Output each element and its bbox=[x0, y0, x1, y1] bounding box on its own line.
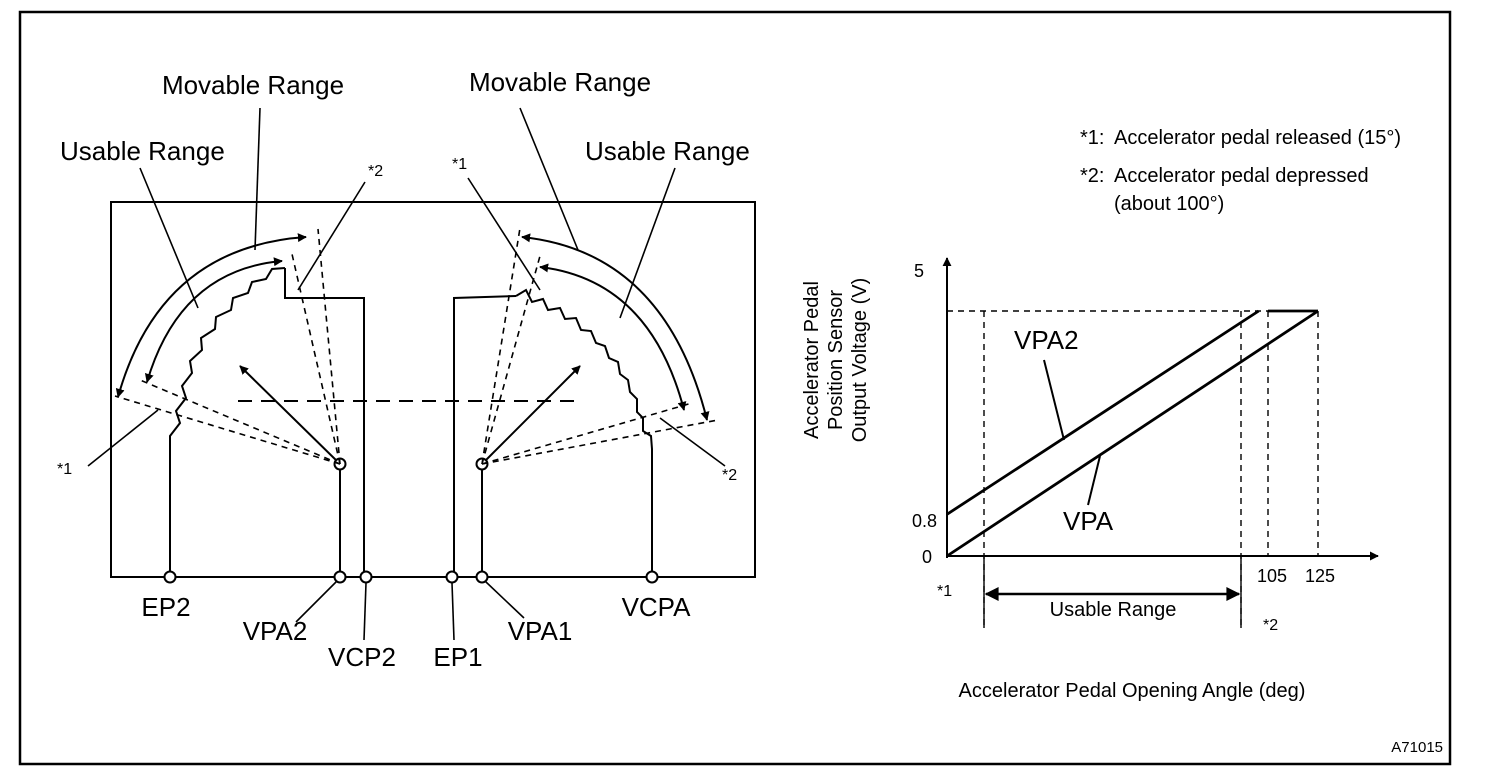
right-movable-range-label: Movable Range bbox=[469, 67, 651, 97]
note2-text-line2: (about 100°) bbox=[1114, 193, 1224, 215]
series-label-vpa: VPA bbox=[1063, 506, 1114, 536]
chart-marker-star2: *2 bbox=[1263, 617, 1278, 634]
right-ray-movable-start bbox=[481, 227, 521, 465]
right-wiper-arrow bbox=[481, 365, 581, 465]
leader-vpa2 bbox=[295, 581, 337, 623]
x-tick-125: 125 bbox=[1305, 566, 1335, 586]
leader-left-movable bbox=[254, 107, 261, 251]
vpa-callout-line bbox=[1087, 455, 1101, 506]
left-ray-movable-end bbox=[317, 228, 341, 465]
terminal-label-vpa1: VPA1 bbox=[508, 616, 573, 646]
terminal-ep2 bbox=[163, 570, 177, 584]
left-ray-usable-end bbox=[291, 253, 341, 465]
series-line-vpa bbox=[946, 309, 1319, 558]
terminal-label-ep1: EP1 bbox=[433, 642, 482, 672]
leader-left-star2 bbox=[297, 181, 366, 291]
right-usable-range-arc bbox=[539, 263, 687, 411]
leader-vpa1 bbox=[485, 581, 525, 619]
y-tick-5: 5 bbox=[914, 261, 924, 281]
terminal-label-vcpa: VCPA bbox=[622, 592, 692, 622]
terminal-ep1 bbox=[445, 570, 459, 584]
right-ray-movable-end bbox=[481, 419, 719, 465]
right-resistor bbox=[515, 288, 653, 577]
terminal-vpa2 bbox=[333, 570, 347, 584]
figure-code: A71015 bbox=[1391, 739, 1443, 756]
right-top-lead bbox=[453, 295, 517, 577]
note2-mark: *2: bbox=[1080, 165, 1104, 187]
leader-right-usable bbox=[619, 167, 676, 319]
right-usable-range-label: Usable Range bbox=[585, 136, 750, 166]
terminal-label-vcp2: VCP2 bbox=[328, 642, 396, 672]
left-usable-range-label: Usable Range bbox=[60, 136, 225, 166]
leader-ep1 bbox=[451, 582, 455, 641]
leader-right-star1 bbox=[467, 177, 541, 291]
sensor-housing bbox=[110, 201, 756, 578]
x-tick-105: 105 bbox=[1257, 566, 1287, 586]
terminal-vcp2 bbox=[359, 570, 373, 584]
chart-marker-star1: *1 bbox=[937, 583, 952, 600]
output-voltage-chart: VPA2 VPA 5 0.8 0 105 125 Usable Range *1… bbox=[801, 257, 1379, 702]
x-axis-label: Accelerator Pedal Opening Angle (deg) bbox=[959, 680, 1306, 702]
right-ray-usable-end bbox=[481, 402, 693, 465]
terminal-vcpa bbox=[645, 570, 659, 584]
leader-left-usable bbox=[139, 167, 199, 309]
vpa2-callout-line bbox=[1043, 359, 1065, 441]
terminal-vpa1 bbox=[475, 570, 489, 584]
leader-right-star2 bbox=[659, 417, 726, 467]
y-tick-0: 0 bbox=[922, 547, 932, 567]
right-star2-marker: *2 bbox=[722, 467, 737, 484]
right-star1-marker: *1 bbox=[452, 156, 467, 173]
terminal-label-ep2: EP2 bbox=[141, 592, 190, 622]
y-axis-label-line2: Position Sensor bbox=[825, 290, 847, 430]
series-label-vpa2: VPA2 bbox=[1014, 325, 1079, 355]
note1-text: Accelerator pedal released (15°) bbox=[1114, 127, 1401, 149]
note2-text-line1: Accelerator pedal depressed bbox=[1114, 165, 1369, 187]
leader-left-star1 bbox=[87, 409, 159, 467]
legend-notes: *1: Accelerator pedal released (15°) *2:… bbox=[1080, 127, 1401, 215]
left-star1-marker: *1 bbox=[57, 461, 72, 478]
left-usable-range-arc bbox=[144, 257, 283, 383]
usable-range-chart-label: Usable Range bbox=[1050, 599, 1177, 621]
y-tick-0.8: 0.8 bbox=[912, 511, 937, 531]
left-movable-range-label: Movable Range bbox=[162, 70, 344, 100]
outer-frame bbox=[18, 10, 1452, 766]
left-star2-marker: *2 bbox=[368, 163, 383, 180]
sensor-schematic: Movable Range Usable Range Movable Range… bbox=[57, 67, 756, 672]
left-wiper-arrow bbox=[239, 365, 341, 465]
leader-vcp2 bbox=[363, 582, 367, 641]
note1-mark: *1: bbox=[1080, 127, 1104, 149]
terminal-label-vpa2: VPA2 bbox=[243, 616, 308, 646]
y-axis-label-line3: Output Voltage (V) bbox=[849, 278, 871, 443]
series-line-vpa2 bbox=[946, 309, 1260, 516]
y-axis-label: Accelerator Pedal Position Sensor Output… bbox=[801, 278, 871, 443]
leader-right-movable bbox=[519, 107, 579, 251]
y-axis-label-line1: Accelerator Pedal bbox=[801, 281, 823, 439]
